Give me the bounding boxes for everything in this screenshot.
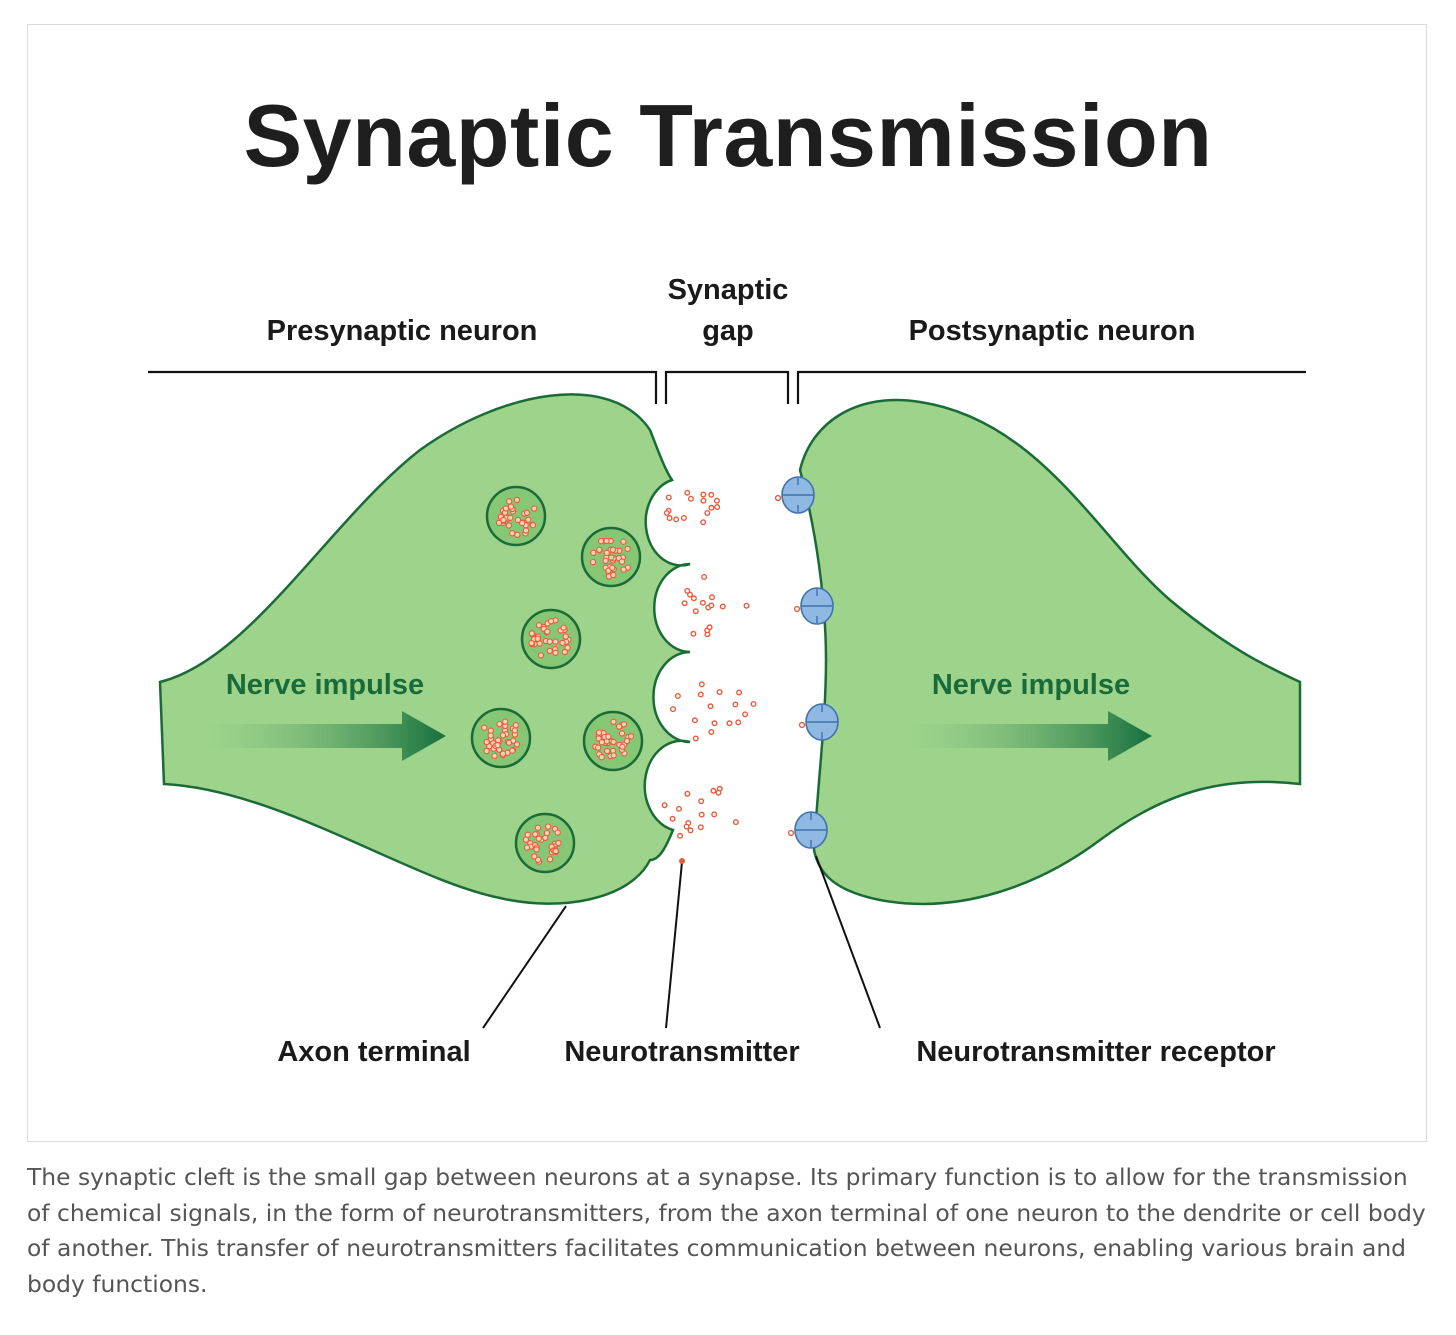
nerve-impulse-label-left: Nerve impulse: [226, 669, 424, 701]
vesicle: [514, 812, 576, 874]
receptor: [793, 587, 834, 625]
neurotransmitter-molecule: [697, 691, 704, 698]
nerve-impulse-arrow-left: [208, 711, 446, 761]
neurotransmitter-molecule: [665, 494, 672, 501]
neurotransmitter-molecule: [700, 491, 707, 498]
neurotransmitter-molecule: [708, 729, 715, 736]
neurotransmitter-molecule: [698, 811, 705, 818]
neurotransmitter-molecule: [698, 681, 705, 688]
receptor-label: Neurotransmitter receptor: [916, 1036, 1275, 1068]
neurotransmitter-molecule: [726, 720, 733, 727]
region-brackets: [148, 370, 1306, 404]
neurotransmitter-label: Neurotransmitter: [564, 1036, 799, 1068]
neurotransmitter-molecule: [707, 703, 714, 710]
neurotransmitter-molecule: [674, 693, 681, 700]
neurotransmitter-molecule: [742, 711, 749, 718]
neurotransmitter-callout-dot: [679, 858, 685, 864]
neurotransmitter-molecule: [750, 701, 757, 708]
neurotransmitter-molecule: [687, 495, 694, 502]
neurotransmitter-molecule: [704, 510, 711, 517]
neurotransmitter-molecule: [701, 574, 708, 581]
neurotransmitter-molecule: [684, 790, 691, 797]
neurotransmitter-molecule: [684, 587, 691, 594]
axon-terminal-callout-line: [482, 905, 567, 1029]
neurotransmitter-molecule: [675, 805, 682, 812]
synaptic-gap-label-line2: gap: [702, 315, 754, 347]
neurotransmitter-molecule: [670, 706, 677, 713]
neurotransmitter-molecule: [661, 802, 668, 809]
neurotransmitter-molecule: [698, 798, 705, 805]
neurotransmitter-callout-line: [665, 861, 683, 1029]
neurotransmitter-molecule: [669, 815, 676, 822]
neurotransmitter-molecule: [690, 595, 697, 602]
neurotransmitter-molecule: [711, 720, 718, 727]
neurotransmitter-molecule: [708, 491, 715, 498]
neurotransmitter-molecule: [697, 824, 704, 831]
neurotransmitter-molecule: [700, 519, 707, 526]
neurotransmitter-molecule: [732, 819, 739, 826]
nerve-impulse-label-right: Nerve impulse: [932, 669, 1130, 701]
vesicle: [580, 526, 642, 588]
neurotransmitter-molecule: [692, 735, 699, 742]
neurotransmitter-molecule: [673, 516, 680, 523]
neurotransmitter-molecule: [684, 489, 691, 496]
gap-bracket: [664, 370, 790, 404]
receptor: [787, 811, 828, 849]
axon-terminal-label: Axon terminal: [277, 1036, 470, 1068]
presynaptic-bracket: [148, 370, 658, 404]
neurotransmitter-molecule: [666, 515, 673, 522]
neurotransmitter-molecule: [683, 823, 690, 830]
callout-lines: [482, 855, 881, 1029]
neurotransmitter-molecule: [714, 504, 721, 511]
presynaptic-label: Presynaptic neuron: [267, 315, 538, 347]
neurotransmitter-molecule: [735, 719, 742, 726]
postsynaptic-bracket: [796, 370, 1306, 404]
neurotransmitter-molecule: [713, 497, 720, 504]
neurotransmitter-molecule: [700, 497, 707, 504]
neurotransmitter-molecule: [690, 630, 697, 637]
neurotransmitter-molecule: [710, 787, 717, 794]
receptor: [774, 476, 815, 514]
neurotransmitter-molecule: [681, 600, 688, 607]
neurotransmitter-receptors: [774, 476, 839, 849]
vesicle: [470, 707, 532, 769]
neurotransmitter-molecules: [661, 489, 757, 839]
neurotransmitter-molecule: [692, 608, 699, 615]
postsynaptic-dendrite: [798, 398, 1302, 906]
neurotransmitter-molecule: [706, 624, 713, 631]
neurotransmitter-molecule: [732, 701, 739, 708]
nerve-impulse-arrow-right: [910, 711, 1152, 761]
receptor-callout-line: [815, 855, 881, 1029]
neurotransmitter-molecule: [708, 602, 715, 609]
neurotransmitter-molecule: [736, 689, 743, 696]
neurotransmitter-molecule: [743, 602, 750, 609]
figure-caption: The synaptic cleft is the small gap betw…: [27, 1163, 1426, 1298]
diagram-title: Synaptic Transmission: [243, 86, 1213, 185]
neurotransmitter-molecule: [708, 504, 715, 511]
receptor: [798, 703, 839, 741]
neurotransmitter-molecule: [719, 603, 726, 610]
vesicle: [520, 608, 582, 670]
neurotransmitter-molecule: [680, 515, 687, 522]
synaptic-vesicles: [470, 485, 644, 874]
neurotransmitter-molecule: [663, 510, 670, 517]
axon-terminal: [158, 393, 691, 905]
figure-frame: [27, 24, 1427, 1142]
neurotransmitter-molecule: [687, 827, 694, 834]
neurotransmitter-molecule: [716, 689, 723, 696]
postsynaptic-label: Postsynaptic neuron: [909, 315, 1196, 347]
neurotransmitter-molecule: [699, 599, 706, 606]
synaptic-gap-label-line1: Synaptic: [668, 274, 789, 306]
vesicle: [485, 485, 547, 547]
neurotransmitter-molecule: [691, 717, 698, 724]
neurotransmitter-molecule: [709, 594, 716, 601]
neurotransmitter-molecule: [715, 789, 722, 796]
neurotransmitter-molecule: [711, 811, 718, 818]
vesicle: [582, 710, 644, 772]
neurotransmitter-molecule: [677, 832, 684, 839]
